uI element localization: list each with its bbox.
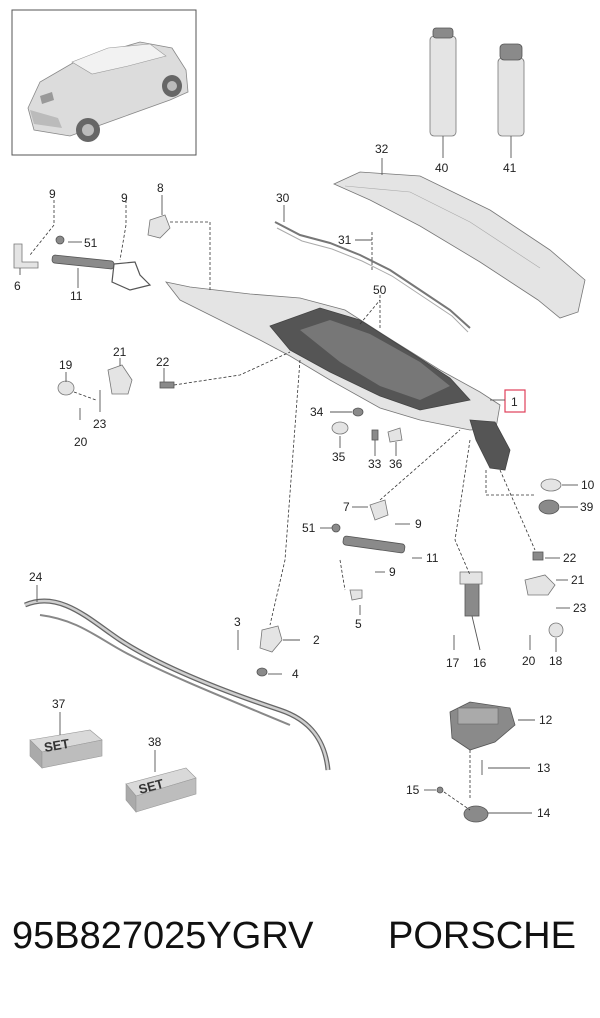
grommet-39 — [538, 499, 560, 515]
callout-51-b: 51 — [302, 521, 316, 535]
callout-37: 37 — [52, 697, 66, 711]
callout-labels: 9 9 8 51 6 11 30 31 32 40 41 50 19 21 22… — [14, 142, 595, 820]
callout-23-a: 23 — [93, 417, 107, 431]
clip-33-36 — [371, 427, 403, 443]
spray-can-41 — [497, 43, 525, 158]
callout-36: 36 — [389, 457, 403, 471]
callout-13: 13 — [537, 761, 551, 775]
callout-21-a: 21 — [113, 345, 127, 359]
brand-name: PORSCHE — [388, 915, 576, 957]
part-number: 95B827025YGRV — [12, 915, 314, 957]
callout-8: 8 — [157, 181, 164, 195]
grommet-10 — [540, 478, 562, 492]
callout-22-a: 22 — [156, 355, 170, 369]
callout-20-a: 20 — [74, 435, 88, 449]
lock-actuator-right — [524, 551, 564, 638]
callout-24: 24 — [29, 570, 43, 584]
set-label-37: SET — [43, 736, 71, 755]
callout-50: 50 — [373, 283, 387, 297]
gas-strut-left — [51, 254, 152, 291]
callout-51-a: 51 — [84, 236, 98, 250]
weatherstrip-24 — [24, 598, 331, 771]
callout-10: 10 — [581, 478, 595, 492]
callout-40: 40 — [435, 161, 449, 175]
set-box-37: SET — [29, 729, 103, 769]
rear-spoiler — [333, 158, 586, 319]
hinge-2 — [256, 625, 283, 677]
callout-2: 2 — [313, 633, 320, 647]
gas-strut-right — [331, 499, 406, 601]
callout-33: 33 — [368, 457, 382, 471]
callout-11-a: 11 — [70, 289, 83, 303]
callout-9-a: 9 — [49, 187, 56, 201]
callout-38: 38 — [148, 735, 162, 749]
callout-34: 34 — [310, 405, 324, 419]
latch-8 — [147, 214, 171, 239]
seal-strip-30 — [274, 205, 471, 333]
callout-16: 16 — [473, 656, 487, 670]
callout-6: 6 — [14, 279, 21, 293]
callout-14: 14 — [537, 806, 551, 820]
bumper-34-35 — [331, 407, 364, 435]
set-label-38: SET — [137, 776, 165, 797]
callout-5: 5 — [355, 617, 362, 631]
set-box-38: SET — [125, 767, 197, 813]
callout-20-b: 20 — [522, 654, 536, 668]
callout-17: 17 — [446, 656, 460, 670]
callout-39: 39 — [580, 500, 594, 514]
footer: 95B827025YGRV PORSCHE — [0, 915, 600, 975]
callout-22-b: 22 — [563, 551, 577, 565]
callout-9-c: 9 — [415, 517, 422, 531]
callout-7: 7 — [343, 500, 350, 514]
wiper-motor-12 — [436, 701, 516, 823]
callout-21-b: 21 — [571, 573, 585, 587]
callout-41: 41 — [503, 161, 517, 175]
callout-19: 19 — [59, 358, 73, 372]
tailgate-panel — [165, 281, 511, 471]
callout-11-b: 11 — [426, 551, 439, 565]
callout-9-d: 9 — [389, 565, 396, 579]
bolt-51-upper — [55, 235, 65, 245]
latch-16 — [459, 571, 483, 617]
callout-23-b: 23 — [573, 601, 587, 615]
callout-9-b: 9 — [121, 191, 128, 205]
callout-15: 15 — [406, 783, 420, 797]
callout-1: 1 — [511, 395, 518, 409]
vehicle-thumbnail — [11, 9, 197, 156]
callout-12: 12 — [539, 713, 553, 727]
callout-31: 31 — [338, 233, 352, 247]
callout-35: 35 — [332, 450, 346, 464]
callout-18: 18 — [549, 654, 563, 668]
bracket-6 — [13, 243, 39, 269]
lock-actuator-left — [57, 364, 175, 420]
callout-30: 30 — [276, 191, 290, 205]
callout-4: 4 — [292, 667, 299, 681]
callout-1-highlight — [504, 389, 526, 413]
callout-3: 3 — [234, 615, 241, 629]
spray-can-40 — [429, 27, 457, 158]
callout-32: 32 — [375, 142, 389, 156]
